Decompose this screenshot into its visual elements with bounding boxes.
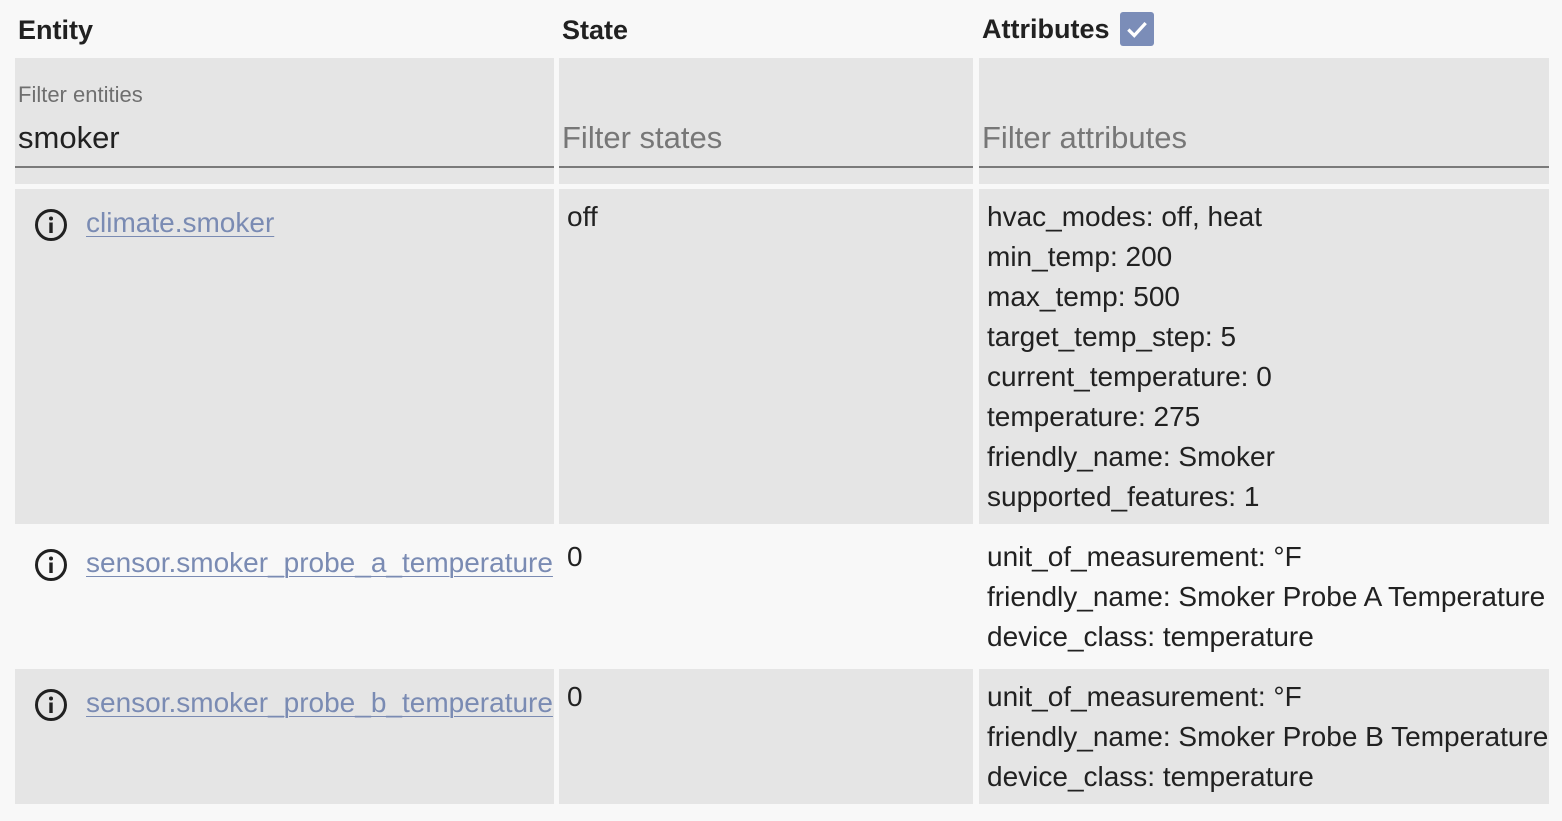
entity-cell: sensor.smoker_probe_b_temperature [15, 669, 554, 804]
attributes-checkbox[interactable] [1119, 12, 1154, 46]
attribute-line: target_temp_step: 5 [987, 321, 1237, 352]
attribute-line: min_temp: 200 [987, 241, 1173, 272]
header-attributes-label: Attributes [982, 14, 1110, 44]
attribute-line: friendly_name: Smoker Probe B Temperatur… [987, 721, 1549, 752]
filter-states-input[interactable]: Filter states [562, 120, 723, 155]
attribute-line: friendly_name: Smoker Probe A Temperatur… [987, 581, 1546, 612]
attribute-list: hvac_modes: off, heat min_temp: 200 max_… [987, 197, 1275, 517]
attribute-line: unit_of_measurement: °F [987, 681, 1302, 712]
table-row: climate.smoker off hvac_modes: off, heat… [0, 189, 1562, 524]
filter-attributes-underline [979, 58, 1549, 168]
entity-cell: climate.smoker [15, 189, 554, 524]
info-circle-icon[interactable] [34, 208, 68, 242]
state-cell: 0 [559, 669, 973, 804]
filter-states-underline [559, 58, 973, 168]
attribute-line: hvac_modes: off, heat [987, 201, 1262, 232]
attribute-line: friendly_name: Smoker [987, 441, 1275, 472]
table-row: sensor.smoker_probe_b_temperature 0 unit… [0, 669, 1562, 804]
attribute-line: unit_of_measurement: °F [987, 541, 1302, 572]
filter-attributes-field[interactable]: Filter attributes [979, 58, 1549, 184]
attribute-line: supported_features: 1 [987, 481, 1260, 512]
entity-cell: sensor.smoker_probe_a_temperature [15, 529, 554, 665]
attribute-line: max_temp: 500 [987, 281, 1180, 312]
info-circle-icon[interactable] [34, 548, 68, 582]
entity-link[interactable]: climate.smoker [86, 207, 275, 238]
table-row: sensor.smoker_probe_a_temperature 0 unit… [0, 529, 1562, 665]
header-state: State [562, 15, 629, 45]
attribute-list: unit_of_measurement: °F friendly_name: S… [987, 537, 1545, 657]
entity-link[interactable]: sensor.smoker_probe_b_temperature [86, 687, 553, 718]
header-entity: Entity [18, 15, 94, 45]
filter-entities-underline [15, 58, 554, 168]
state-cell: 0 [559, 529, 973, 665]
attribute-list: unit_of_measurement: °F friendly_name: S… [987, 677, 1548, 797]
entity-link[interactable]: sensor.smoker_probe_a_temperature [86, 547, 553, 578]
attributes-cell: unit_of_measurement: °F friendly_name: S… [979, 669, 1549, 804]
filter-entities-input[interactable]: smoker [18, 120, 120, 155]
state-value: 0 [567, 681, 583, 712]
attribute-line: device_class: temperature [987, 761, 1314, 792]
state-cell: off [559, 189, 973, 524]
attributes-cell: hvac_modes: off, heat min_temp: 200 max_… [979, 189, 1549, 524]
attributes-cell: unit_of_measurement: °F friendly_name: S… [979, 529, 1549, 665]
filter-entities-field[interactable]: Filter entities smoker [15, 58, 554, 184]
attribute-line: temperature: 275 [987, 401, 1201, 432]
filter-attributes-input[interactable]: Filter attributes [982, 120, 1188, 155]
info-circle-icon[interactable] [34, 688, 68, 722]
filter-states-field[interactable]: Filter states [559, 58, 973, 184]
checkmark-icon [1126, 21, 1147, 38]
state-value: 0 [567, 541, 583, 572]
attribute-line: current_temperature: 0 [987, 361, 1272, 392]
filter-entities-label: Filter entities [18, 82, 143, 107]
state-value: off [567, 201, 598, 232]
header-attributes: Attributes [982, 0, 1552, 58]
attribute-line: device_class: temperature [987, 621, 1314, 652]
